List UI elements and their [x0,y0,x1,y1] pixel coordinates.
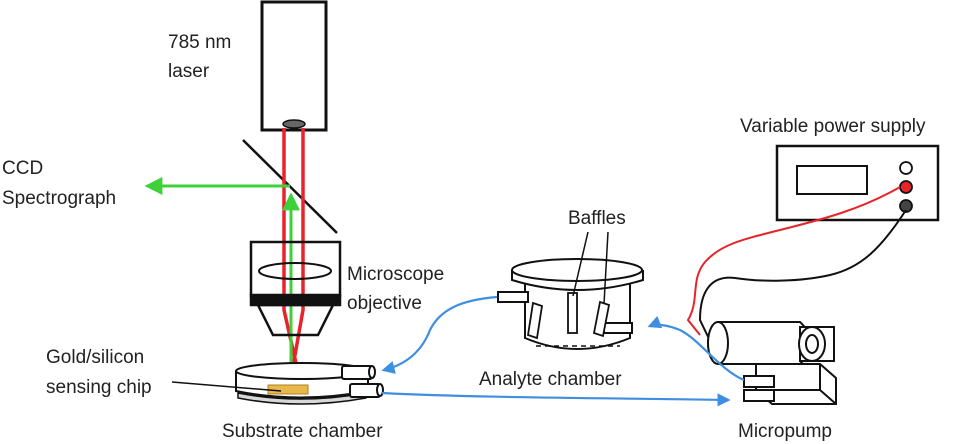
laser-label-line1: 785 nm [168,32,231,53]
chip-label-line1: Gold/silicon [46,347,144,368]
sensing-chip [267,384,309,395]
positive-wire [686,186,901,336]
baffle-leader-lines [572,231,609,305]
micropump [707,321,837,405]
substrate-chamber-label: Substrate chamber [222,421,383,442]
variable-power-supply [775,144,940,222]
micropump-label: Micropump [738,421,832,442]
chip-leader-line [171,381,282,392]
laser-source [260,0,328,132]
baffles [526,292,611,340]
analyte-chamber-label: Analyte chamber [479,369,622,390]
chip-label-line2: sensing chip [46,377,152,398]
baffles-label: Baffles [568,208,626,229]
laser-beam [282,128,305,373]
microscope-objective [249,240,342,337]
power-terminal-neutral [899,161,913,175]
objective-label-line1: Microscope [347,264,444,285]
laser-label-line2: laser [168,61,210,82]
ccd-label-line1: CCD [2,158,43,179]
fluid-flow [381,295,745,407]
power-terminal-negative [899,199,913,213]
substrate-chamber [235,362,384,405]
raman-signal-beam [144,177,300,370]
power-supply-label: Variable power supply [740,116,926,137]
objective-label-line2: objective [347,293,422,314]
power-terminal-positive [899,180,913,194]
negative-wire [698,209,907,346]
ccd-label-line2: Spectrograph [2,188,116,209]
